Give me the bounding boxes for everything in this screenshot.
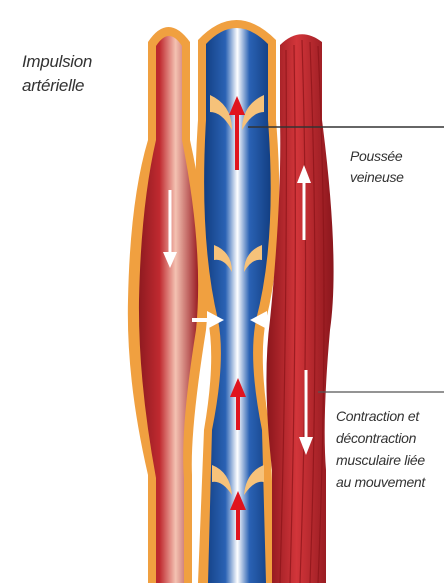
label-muscle-contraction: Contraction et décontraction musculaire … <box>336 405 425 493</box>
label-line: artérielle <box>22 74 92 98</box>
artery <box>128 27 208 583</box>
label-line: Contraction et <box>336 405 425 427</box>
label-line: Poussée <box>350 146 404 167</box>
muscle <box>266 34 333 583</box>
label-venous-push: Poussée veineuse <box>350 146 404 188</box>
label-line: musculaire liée <box>336 449 425 471</box>
label-arterial-impulse: Impulsion artérielle <box>22 50 92 98</box>
label-line: veineuse <box>350 167 404 188</box>
label-line: décontraction <box>336 427 425 449</box>
vein <box>192 20 282 583</box>
label-line: Impulsion <box>22 50 92 74</box>
label-line: au mouvement <box>336 471 425 493</box>
